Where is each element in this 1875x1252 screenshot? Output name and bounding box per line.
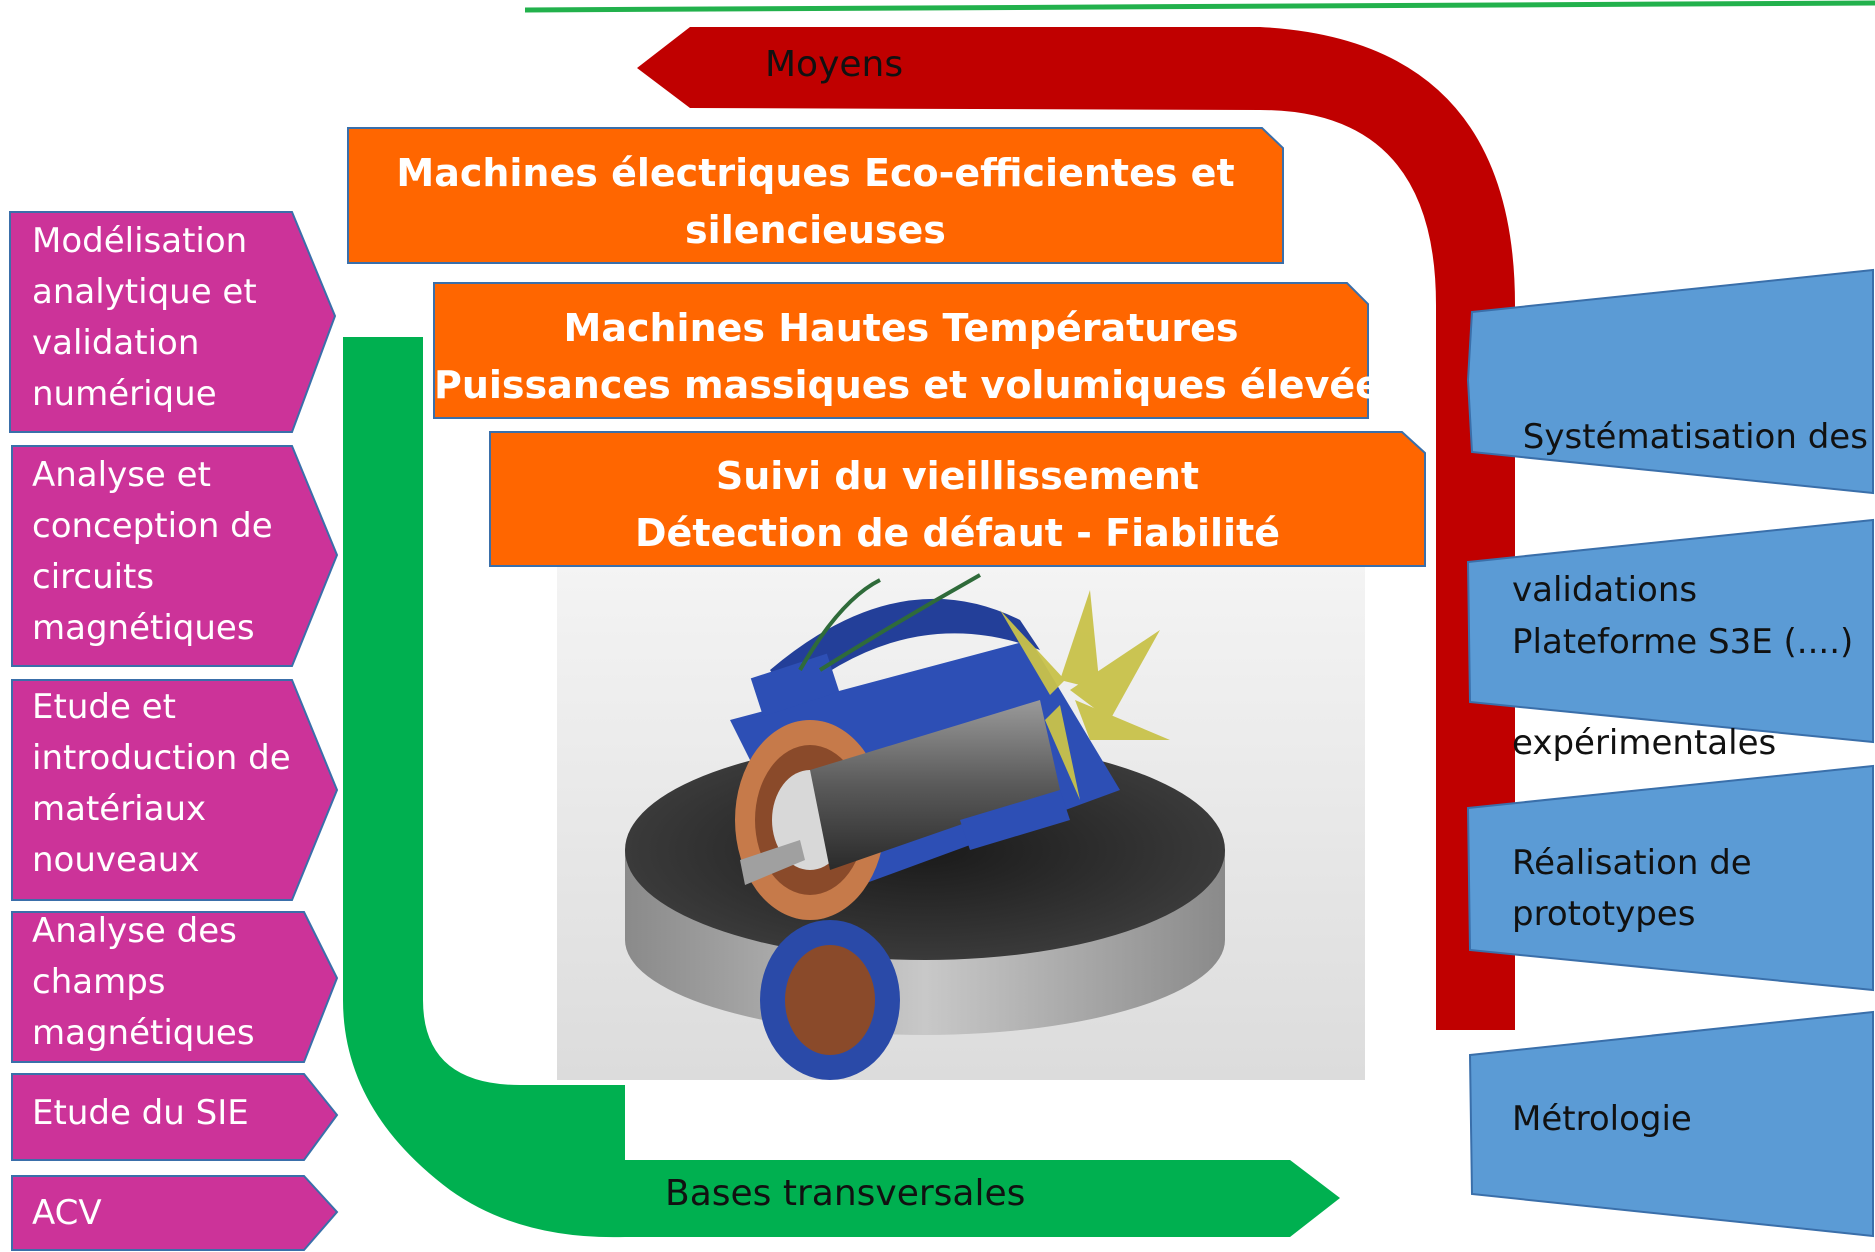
right-item-1-line3: expérimentales: [1512, 723, 1777, 763]
left-item-shape-6: [11, 1175, 339, 1251]
left-item-1-line2: analytique et: [32, 272, 257, 312]
left-item-shape-2: [11, 445, 339, 667]
left-item-shape-3: [11, 679, 339, 901]
orange-box-haute-temperature-line2: Puissances massiques et volumiques élevé…: [434, 363, 1404, 407]
left-item-6: ACV: [32, 1188, 102, 1239]
top-divider-line: [524, 0, 1875, 13]
right-item-2: Plateforme S3E (....): [1512, 617, 1853, 668]
left-item-5: Etude du SIE: [32, 1088, 249, 1139]
right-item-4-line1: Métrologie: [1512, 1099, 1692, 1139]
moyens-label: Moyens: [765, 44, 904, 85]
left-item-4-line3: magnétiques: [32, 1013, 255, 1053]
left-item-shape-4: [11, 911, 339, 1063]
left-item-3-line3: matériaux: [32, 789, 207, 829]
orange-box-eco-line2: silencieuses: [685, 208, 946, 252]
left-item-3-line4: nouveaux: [32, 840, 200, 880]
left-item-5-line1: Etude du SIE: [32, 1093, 249, 1133]
left-item-4: Analyse des champs magnétiques: [32, 906, 255, 1059]
right-item-1-line1: Systématisation des: [1512, 417, 1868, 457]
orange-box-eco-text: Machines électriques Eco-efficientes et …: [348, 145, 1283, 259]
left-item-3-line2: introduction de: [32, 738, 291, 778]
right-item-shape-2: [1466, 518, 1874, 744]
left-item-3-line1: Etude et: [32, 687, 176, 727]
orange-box-vieillissement: [489, 431, 1426, 567]
left-item-1: Modélisation analytique et validation nu…: [32, 216, 257, 420]
moyens-arrow: [637, 27, 1515, 1030]
left-item-2: Analyse et conception de circuits magnét…: [32, 450, 273, 654]
orange-box-eco: [347, 127, 1284, 264]
right-item-3-line1: Réalisation de: [1512, 843, 1752, 883]
left-item-1-line3: validation: [32, 323, 200, 363]
orange-box-haute-temperature-line1: Machines Hautes Températures: [563, 306, 1239, 350]
right-item-1-line2: validations: [1512, 570, 1698, 610]
left-item-1-line1: Modélisation: [32, 221, 248, 261]
bases-transversales-arrow: [343, 337, 1340, 1238]
left-item-2-line1: Analyse et: [32, 455, 211, 495]
orange-box-eco-line1: Machines électriques Eco-efficientes et: [396, 151, 1235, 195]
right-item-4: Métrologie: [1512, 1094, 1692, 1145]
motor-illustration: [557, 560, 1365, 1080]
orange-box-vieillissement-text: Suivi du vieillissement Détection de déf…: [490, 448, 1425, 562]
left-item-shape-1: [9, 211, 337, 433]
orange-box-haute-temperature-text: Machines Hautes Températures Puissances …: [434, 300, 1404, 414]
right-item-1: Systématisation des validations expérime…: [1512, 310, 1868, 820]
left-item-2-line2: conception de: [32, 506, 273, 546]
right-item-shape-4: [1468, 1010, 1874, 1238]
orange-box-vieillissement-line1: Suivi du vieillissement: [715, 454, 1200, 498]
orange-box-haute-temperature: [433, 282, 1369, 419]
right-item-shape-3: [1466, 764, 1874, 992]
right-item-3: Réalisation de prototypes: [1512, 838, 1752, 940]
left-item-4-line2: champs: [32, 962, 166, 1002]
left-item-2-line3: circuits: [32, 557, 155, 597]
right-item-2-line1: Plateforme S3E (....): [1512, 622, 1854, 662]
left-item-shape-5: [11, 1073, 339, 1161]
left-item-3: Etude et introduction de matériaux nouve…: [32, 682, 291, 886]
orange-box-vieillissement-line2: Détection de défaut - Fiabilité: [635, 511, 1280, 555]
left-item-4-line1: Analyse des: [32, 911, 237, 951]
left-item-6-line1: ACV: [32, 1193, 102, 1233]
left-item-1-line4: numérique: [32, 374, 217, 414]
left-item-2-line4: magnétiques: [32, 608, 255, 648]
right-item-3-line2: prototypes: [1512, 894, 1696, 934]
bases-transversales-label: Bases transversales: [665, 1173, 1026, 1214]
right-item-shape-1: [1466, 268, 1874, 495]
